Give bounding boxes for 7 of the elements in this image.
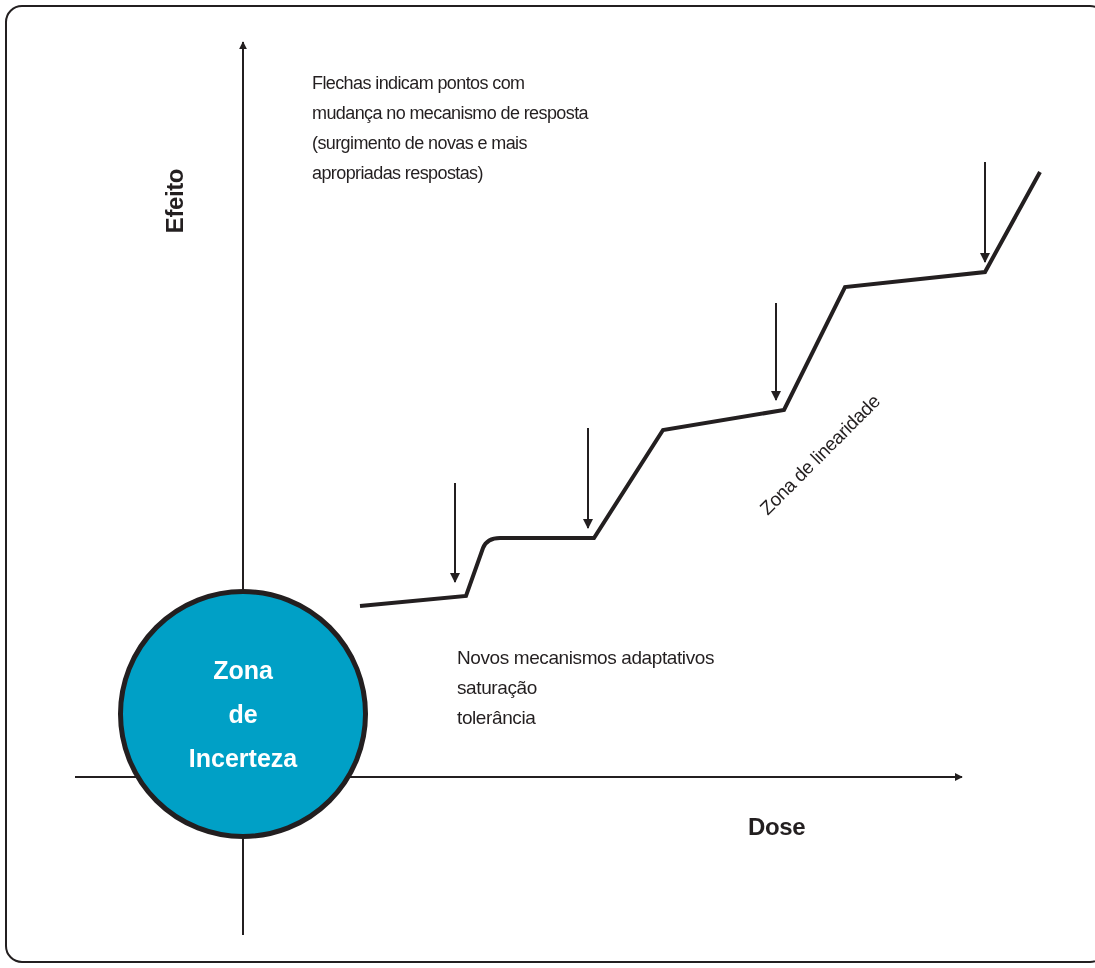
list-item: Novos mecanismos adaptativos bbox=[457, 646, 715, 670]
axis-label: Dose bbox=[748, 812, 806, 842]
list-item: tolerância bbox=[457, 706, 536, 730]
note-text: Flechas indicam pontos com mudança no mecanismo de resposta (surgimento de novas e mais apropriadas respostas) bbox=[312, 72, 590, 185]
zone-label: Zona de Incerteza bbox=[188, 655, 298, 774]
axis-label: Efeito bbox=[160, 167, 189, 236]
list-item: saturação bbox=[457, 676, 537, 700]
